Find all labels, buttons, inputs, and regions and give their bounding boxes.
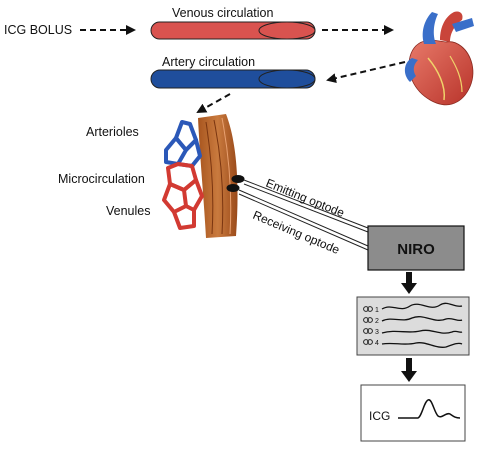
- artery-to-tissue-arrow: [196, 93, 231, 113]
- arterioles-label: Arterioles: [86, 125, 139, 139]
- channel-label: 4: [375, 340, 379, 347]
- trace-line: [381, 342, 463, 348]
- channel-label: 3: [375, 329, 379, 336]
- trace-line: [381, 316, 463, 322]
- icg-bolus-label: ICG BOLUS: [4, 23, 72, 37]
- channel-label: 1: [375, 307, 379, 314]
- venous-label: Venous circulation: [172, 6, 274, 20]
- trace-panel: 1 2 3 4: [356, 296, 470, 356]
- icg-label: ICG: [369, 409, 390, 423]
- icg-curve-panel: ICG: [360, 384, 466, 442]
- trace-line: [381, 302, 463, 310]
- icg-curve: [398, 399, 461, 419]
- receiving-optode-icon: [226, 184, 240, 192]
- niro-to-traces-arrow: [401, 272, 417, 294]
- emitting-cable: [243, 179, 369, 233]
- artery-vessel: [150, 69, 316, 89]
- trace-line: [381, 329, 463, 334]
- niro-device: NIRO: [367, 225, 465, 271]
- emitting-optode-label: Emitting optode: [264, 176, 347, 220]
- heart-to-artery-arrow: [326, 61, 406, 84]
- channel-label: 2: [375, 318, 379, 325]
- heart-icon: [404, 11, 474, 106]
- venous-vessel: [150, 21, 316, 40]
- artery-label: Artery circulation: [162, 55, 255, 69]
- niro-label: NIRO: [397, 241, 435, 258]
- tissue-illustration: [162, 114, 238, 238]
- venules-label: Venules: [106, 204, 150, 218]
- traces-to-icg-arrow: [401, 358, 417, 382]
- emitting-optode-icon: [231, 175, 245, 183]
- microcirculation-label: Microcirculation: [58, 172, 145, 186]
- receiving-cable: [238, 189, 369, 251]
